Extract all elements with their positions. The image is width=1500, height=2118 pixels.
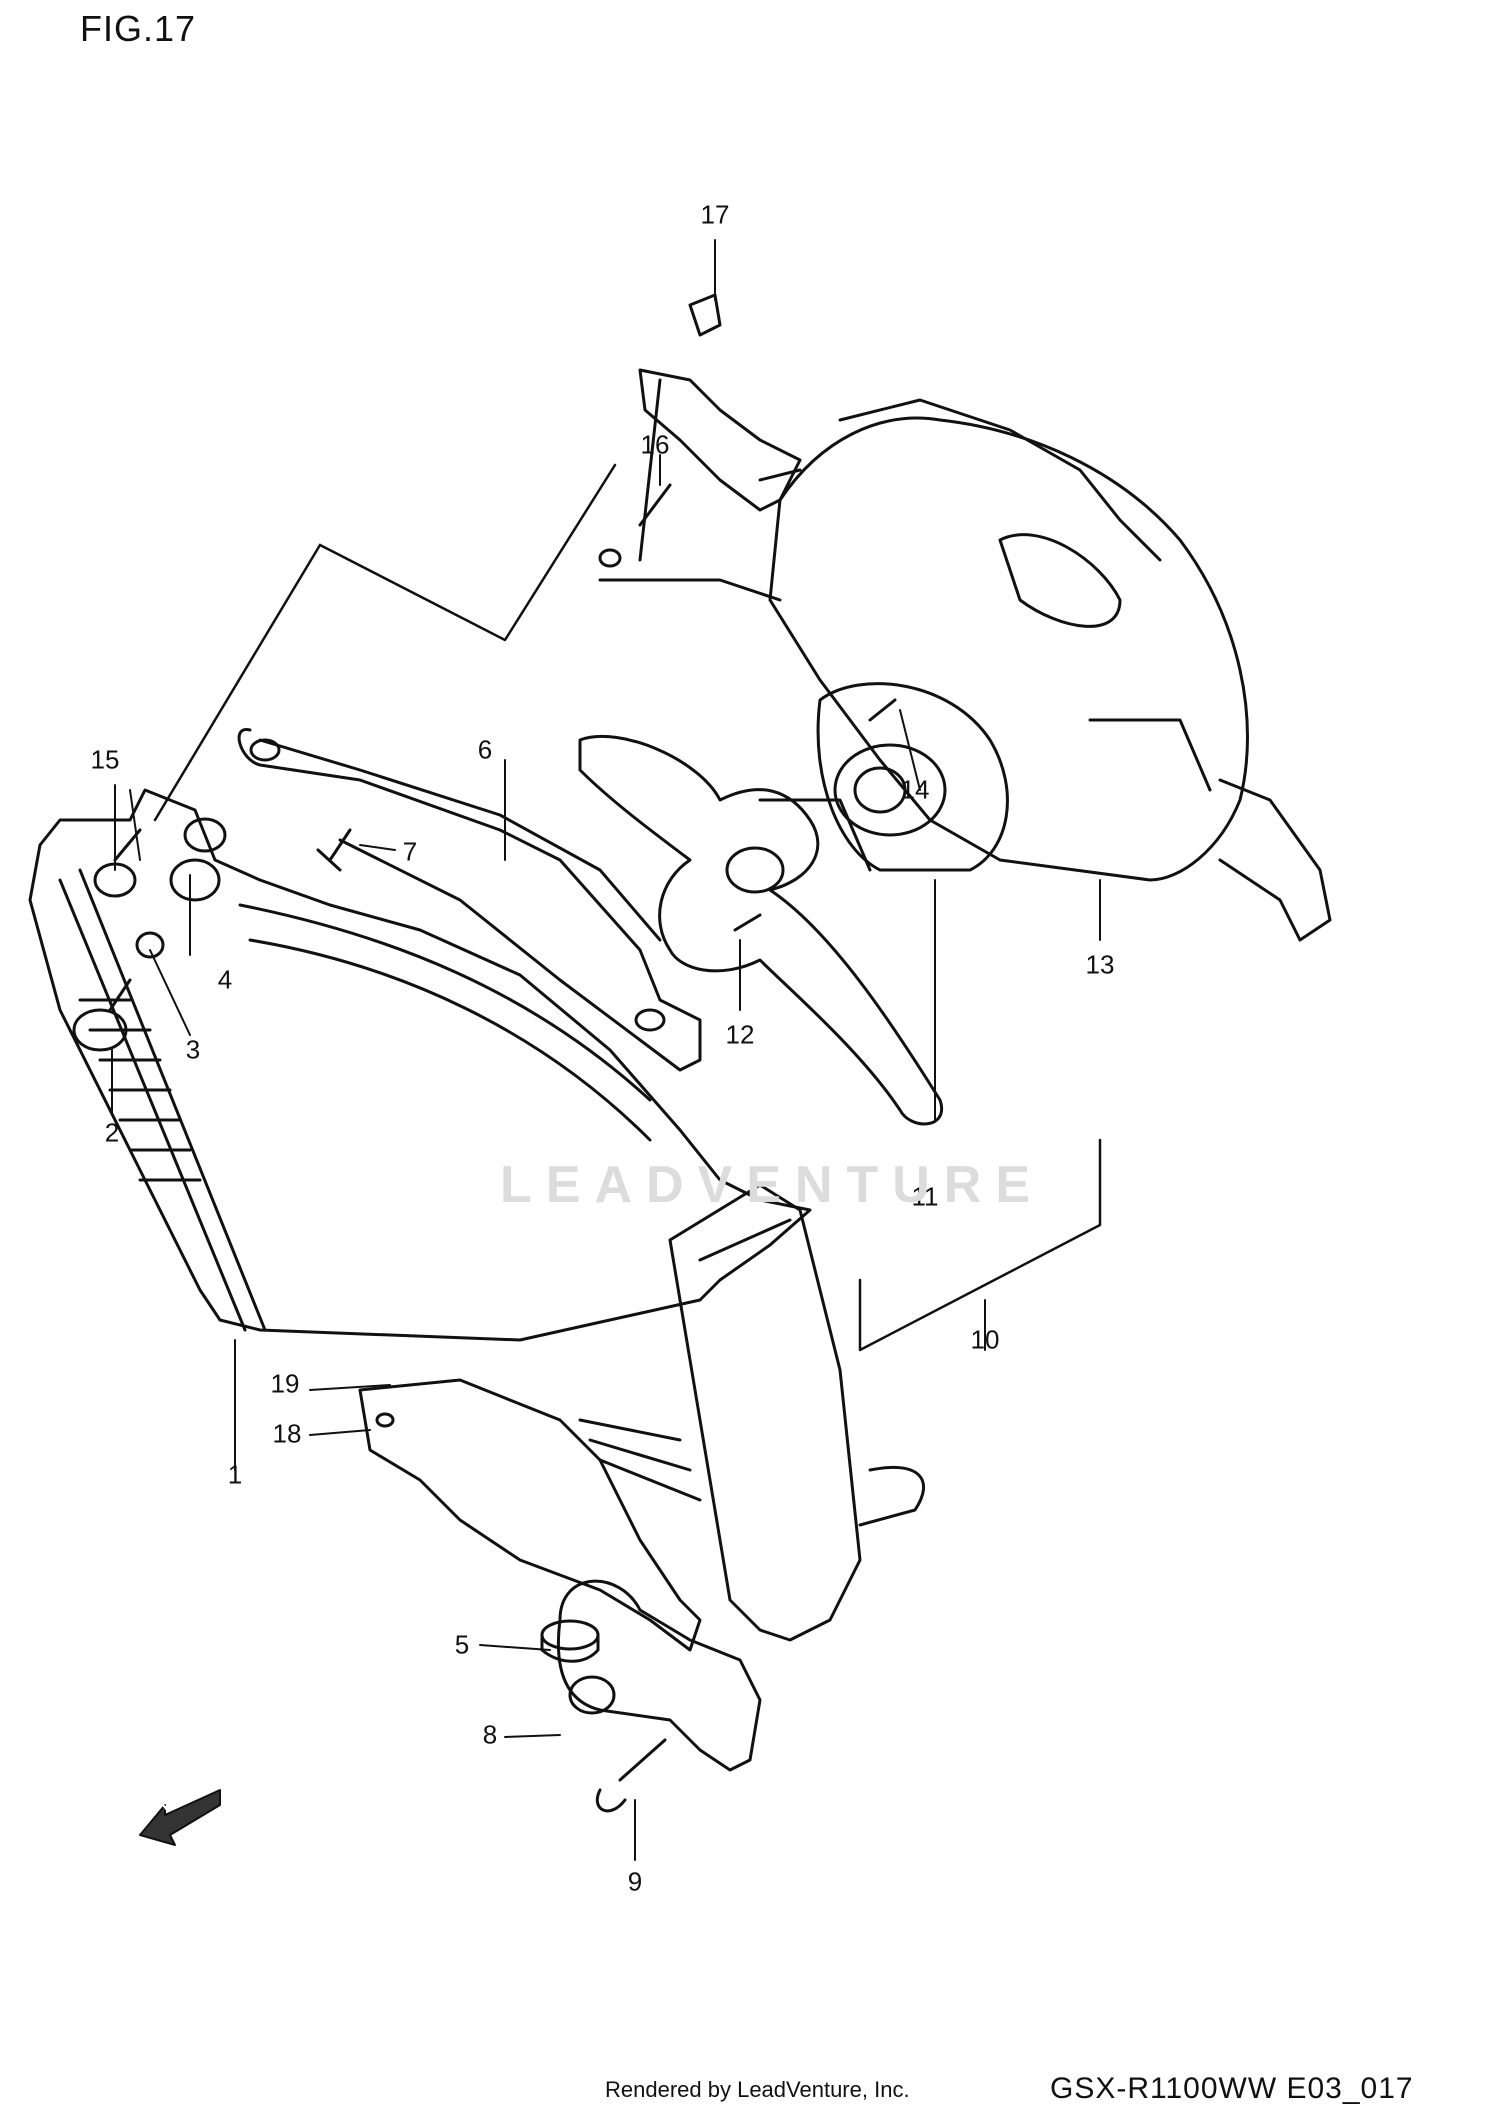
callout-8: 8 [482,1719,498,1750]
model-code: GSX-R1100WW E03_017 [1050,2072,1414,2105]
shroud-stay [237,728,702,1072]
fan-shroud [758,398,1332,942]
callout-18: 18 [272,1418,302,1449]
callout-15: 15 [90,744,120,775]
fan-motor [816,682,1009,872]
callout-19: 19 [270,1368,300,1399]
figure-title: FIG.17 [80,8,197,49]
group-bracket-line [858,1138,1102,1352]
callout-3: 3 [185,1034,201,1065]
lower-cover [358,1378,702,1652]
callout-4: 4 [217,964,233,995]
callout-13: 13 [1085,949,1115,980]
callout-14: 14 [900,774,930,805]
callout-1: 1 [227,1459,243,1490]
fan-blade [578,735,944,1126]
rendered-by-credit: Rendered by LeadVenture, Inc. [605,2077,910,2102]
bolt-parts [108,293,897,1813]
grommet-parts [72,817,600,1663]
callout-16: 16 [640,429,670,460]
callout-7: 7 [402,836,418,867]
leader-lines [111,239,1101,1861]
fwd-arrow [139,1789,221,1846]
radiator-tank [668,1183,926,1642]
callout-6: 6 [477,734,493,765]
callout-17: 17 [700,199,730,230]
upper-bracket [598,368,802,602]
callout-9: 9 [627,1866,643,1897]
callout-2: 2 [104,1117,120,1148]
callout-11: 11 [911,1181,939,1212]
lower-bracket [556,1579,762,1772]
callout-10: 10 [970,1324,1000,1355]
leader-line [318,463,617,642]
radiator-part [28,788,812,1502]
callout-12: 12 [725,1019,755,1050]
watermark: LEADVENTURE [500,1156,1045,1214]
callout-5: 5 [454,1629,470,1660]
